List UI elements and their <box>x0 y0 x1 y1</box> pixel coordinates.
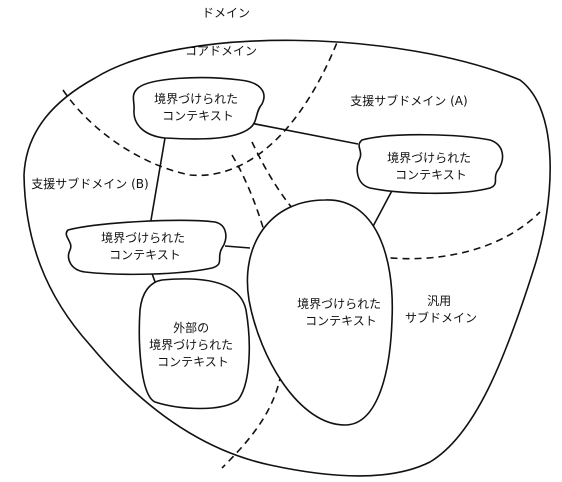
support-b-subdomain-label: 支援サブドメイン (B) <box>31 176 148 191</box>
relation-core-support-b <box>149 137 166 227</box>
generic-subdomain-boundary <box>251 141 541 260</box>
core-subdomain-label: コアドメイン <box>185 44 257 58</box>
domain-boundary <box>23 39 551 477</box>
external-context-label: 外部の 境界づけられた コンテキスト <box>149 320 237 369</box>
central-context-shape <box>246 199 394 426</box>
support-a-context-shape <box>356 133 504 195</box>
core-context-label: 境界づけられた コンテキスト <box>154 91 242 123</box>
support-a-context-label: 境界づけられた コンテキスト <box>387 150 475 182</box>
support-a-subdomain-label: 支援サブドメイン (A) <box>350 93 467 108</box>
support-b-context-shape <box>65 219 227 276</box>
relation-support-b-central <box>224 245 251 249</box>
relation-support-a-central <box>369 184 396 233</box>
external-context-shape <box>138 278 251 410</box>
relation-core-support-a <box>244 121 359 145</box>
core-context-shape <box>132 76 265 140</box>
core-subdomain-boundary <box>62 39 339 177</box>
domain-label: ドメイン <box>202 6 250 20</box>
generic-subdomain-label: 汎用 サブドメイン <box>405 294 477 325</box>
central-context-label: 境界づけられた コンテキスト <box>297 296 385 328</box>
support-b-context-label: 境界づけられた コンテキスト <box>101 230 189 262</box>
